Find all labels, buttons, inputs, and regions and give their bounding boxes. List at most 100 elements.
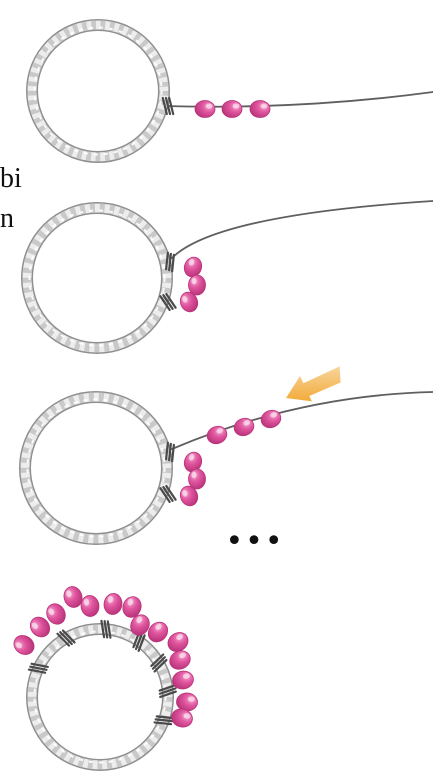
bead-step-4-7-glint — [127, 598, 134, 606]
wire-wrap-step-3-a — [165, 441, 175, 463]
wire-wrap-step-4-1-coil — [29, 665, 48, 671]
wire-wrap-step-2-a-coil — [165, 251, 169, 271]
wire-wrap-step-1-coil — [164, 96, 172, 116]
wire-wrap-step-2-b-coil — [159, 295, 171, 312]
bead-step-3-1-glint — [216, 428, 224, 434]
bead-step-4-2 — [29, 616, 51, 638]
wire-wrap-step-4-4-coil — [134, 632, 144, 651]
bead-step-4-10-body — [167, 632, 189, 652]
bead-step-3-4 — [183, 451, 203, 473]
bead-step-3-1-body — [206, 425, 228, 445]
bead-step-4-13 — [176, 692, 198, 712]
wire-wrap-step-4-2-coil — [56, 632, 71, 647]
ring-step-1-twist — [27, 20, 169, 162]
bead-step-4-14 — [171, 708, 193, 728]
bead-step-3-3-glint — [270, 412, 278, 418]
cropped-caption-fragment-2: n — [0, 203, 14, 234]
bead-step-1-2-glint — [232, 103, 240, 109]
wire-wrap-step-4-6-coil — [159, 690, 177, 699]
bead-step-3-2-body — [233, 417, 255, 437]
wire-wrap-step-1-coil — [168, 96, 175, 116]
wire-wrap-layer — [27, 96, 177, 726]
ring-step-4-twist — [27, 624, 173, 770]
bead-step-3-2-glint — [243, 420, 251, 426]
bead-step-2-2-body — [188, 274, 206, 296]
ring-step-2-twist — [22, 203, 172, 353]
ring-step-3-twist — [20, 392, 172, 544]
bead-step-4-9-body — [147, 621, 169, 643]
bead-step-4-6-glint — [107, 595, 114, 603]
bead-step-3-6-glint — [182, 489, 188, 497]
wire-wrap-step-1-coil — [161, 96, 168, 116]
bead-step-4-3 — [46, 603, 66, 625]
bead-step-1-2 — [221, 100, 243, 118]
wire-wrap-step-3-b — [159, 484, 177, 504]
bead-step-3-5-body — [188, 468, 206, 490]
ring-step-4-shine — [33, 630, 167, 764]
bead-step-4-11-glint — [179, 652, 186, 659]
bead-step-4-5 — [80, 595, 100, 617]
bead-step-3-3-body — [260, 409, 282, 429]
wire-wrap-step-4-7-coil — [153, 721, 173, 726]
wire-wrap-step-4-1-coil — [27, 668, 47, 674]
ellipsis: ••• — [225, 524, 284, 559]
wire-wrap-step-2-a-coil — [168, 252, 172, 272]
bead-step-4-7 — [122, 596, 142, 618]
bead-step-4-8 — [130, 614, 150, 636]
wire-wrap-step-4-1-coil — [30, 662, 49, 669]
wire-wrap-step-4-4-coil — [137, 634, 146, 652]
bead-step-2-2 — [188, 274, 206, 296]
ring-step-3 — [19, 391, 173, 545]
bead-step-4-3-glint — [48, 608, 55, 616]
bead-step-3-3 — [260, 409, 282, 429]
bead-step-1-3-body — [249, 100, 271, 118]
bead-step-3-1 — [206, 425, 228, 445]
ring-step-2 — [21, 202, 173, 354]
bead-step-3-5 — [188, 468, 206, 490]
wire-wrap-step-2-b — [159, 292, 177, 312]
bead-step-4-4-glint — [66, 590, 72, 598]
bead-step-4-1-glint — [15, 642, 23, 649]
wire-wrap-step-4-3-coil — [103, 620, 109, 639]
bead-step-1-3-glint — [260, 103, 268, 109]
ring-step-1-shine — [33, 26, 163, 156]
bead-step-3-6 — [179, 485, 199, 507]
ring-step-4 — [26, 623, 174, 771]
direction-arrow-shape — [286, 366, 341, 402]
arrow-layer — [286, 366, 341, 402]
bead-step-4-10 — [167, 632, 189, 652]
ring-layer — [19, 19, 174, 771]
wire-wrap-step-1 — [161, 96, 175, 116]
bead-layer — [13, 100, 282, 728]
bead-step-2-2-glint — [191, 277, 197, 285]
wire-wrap-step-4-3-coil — [106, 620, 112, 639]
direction-arrow — [286, 366, 341, 402]
bead-step-3-2 — [233, 417, 255, 437]
wire-wrap-step-3-b-coil — [159, 487, 171, 504]
wire-wrap-step-4-6 — [158, 684, 177, 699]
bead-step-4-13-glint — [187, 696, 195, 702]
bead-step-2-1-glint — [188, 258, 195, 266]
bead-step-2-3-glint — [182, 295, 188, 303]
wire-step-3 — [171, 391, 433, 450]
wire-wrap-step-4-5-coil — [153, 658, 168, 673]
bead-step-4-5-glint — [83, 598, 90, 606]
wire-wrap-step-4-5 — [150, 653, 168, 673]
bead-step-4-12-glint — [182, 673, 191, 679]
wire-wrap-step-4-5-coil — [150, 653, 165, 668]
wire-wrap-step-3-b-coil — [162, 486, 174, 502]
bead-step-4-9 — [147, 621, 169, 643]
ring-step-3-shine — [26, 398, 166, 538]
bead-step-4-2-body — [29, 616, 51, 638]
wire-wrap-step-4-2-coil — [61, 629, 76, 644]
bead-step-4-8-body — [130, 614, 150, 636]
wire-wrap-step-4-2-coil — [59, 631, 73, 646]
bead-step-4-10-glint — [176, 633, 183, 641]
wire-wrap-step-4-7 — [153, 715, 175, 726]
bead-step-1-2-body — [221, 100, 243, 118]
bead-step-2-3 — [179, 291, 199, 313]
bead-step-2-1 — [183, 256, 203, 278]
wire-wrap-step-4-7-coil — [155, 715, 175, 720]
bead-step-4-11 — [169, 650, 191, 670]
